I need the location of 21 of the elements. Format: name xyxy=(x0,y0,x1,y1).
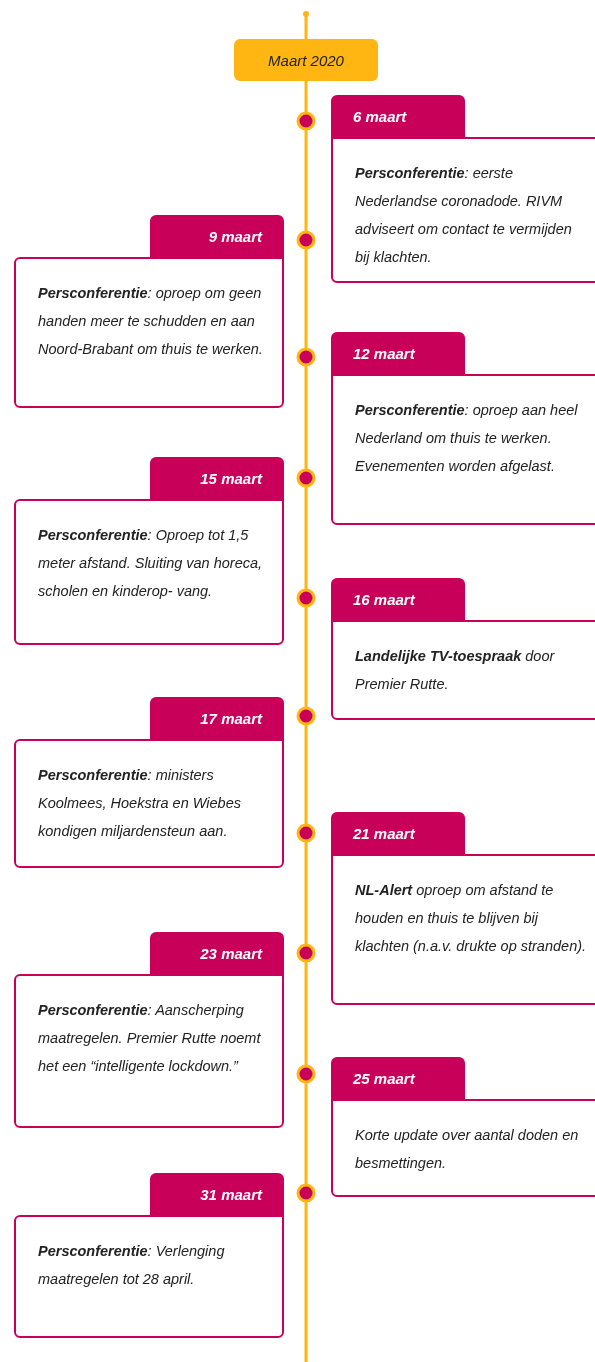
date-tab: 9 maart xyxy=(150,215,284,259)
event-description: Persconferentie: Verlenging maatregelen tot 28 april. xyxy=(38,1242,226,1289)
event-description: Persconferentie: eerste Nederlandse coronadode. RIVM adviseert om contact te vermijden bij klachten. xyxy=(355,164,573,267)
event-description: Persconferentie: Aanscherping maatregelen. Premier Rutte noemt het een “intelligente lockdown.” xyxy=(38,1001,262,1076)
date-tab: 17 maart xyxy=(150,697,284,741)
date-tab: 16 maart xyxy=(331,578,465,622)
date-tab: 15 maart xyxy=(150,457,284,501)
date-tab: 6 maart xyxy=(331,95,465,139)
date-tab: 21 maart xyxy=(331,812,465,856)
event-description: NL-Alert oproep om afstand te houden en thuis te blijven bij klachten (n.a.v. drukte op stranden). xyxy=(355,881,587,956)
date-tab: 31 maart xyxy=(150,1173,284,1217)
date-tab: 25 maart xyxy=(331,1057,465,1101)
month-label: Maart 2020 xyxy=(234,39,378,81)
date-tab: 12 maart xyxy=(331,332,465,376)
date-tab: 23 maart xyxy=(150,932,284,976)
event-description: Korte update over aantal doden en besmettingen. xyxy=(355,1126,580,1173)
event-description: Persconferentie: Oproep tot 1,5 meter afstand. Sluiting van horeca, scholen en kinderop- vang. xyxy=(38,526,264,601)
event-description: Landelijke TV-toespraak door Premier Rutte. xyxy=(355,647,556,694)
event-description: Persconferentie: oproep aan heel Nederland om thuis te werken. Evenementen worden afgelast. xyxy=(355,401,579,476)
event-description: Persconferentie: ministers Koolmees, Hoekstra en Wiebes kondigen miljardensteun aan. xyxy=(38,766,242,841)
event-description: Persconferentie: oproep om geen handen meer te schudden en aan Noord-Brabant om thuis te werken. xyxy=(38,284,264,359)
